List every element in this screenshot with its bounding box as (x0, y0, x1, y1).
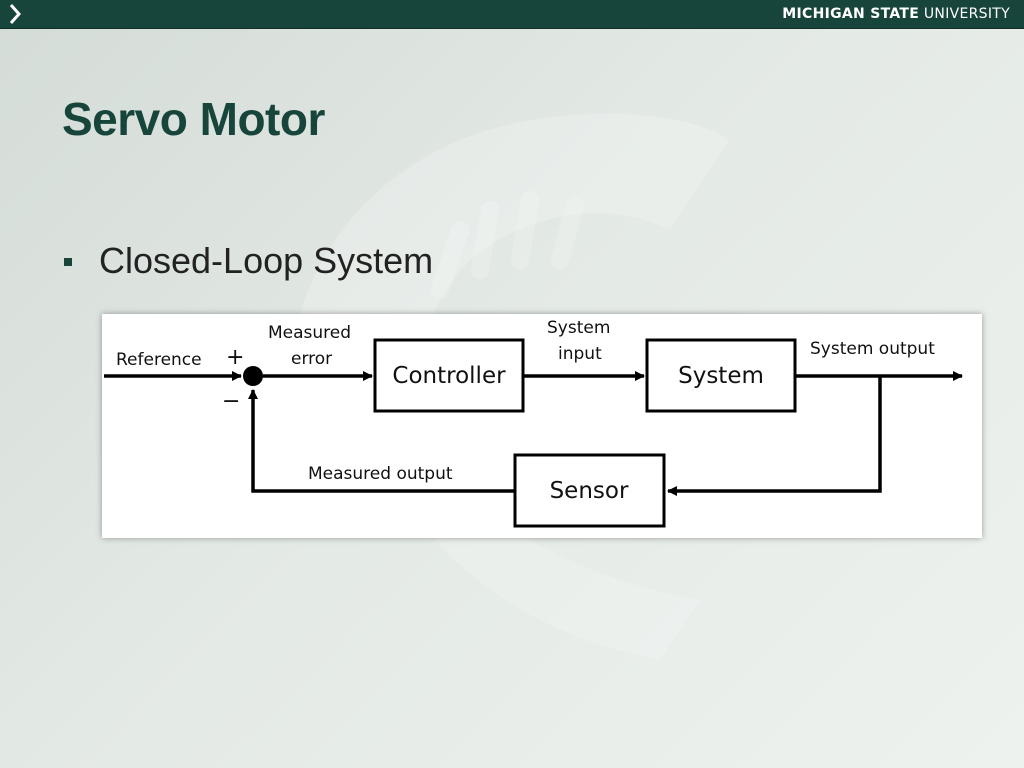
chevron-right-icon[interactable] (0, 0, 30, 28)
bullet-item: Closed-Loop System (64, 240, 433, 282)
brand-light: UNIVERSITY (919, 6, 1010, 22)
bullet-square-icon (64, 258, 72, 266)
label-measured-error-1: Measured (268, 323, 351, 343)
feedback-to-sensor (667, 376, 882, 496)
system-block (645, 338, 797, 413)
system-label: System (678, 363, 764, 389)
block-diagram: Reference + − Measured error Controller … (102, 314, 982, 538)
sensor-label: Sensor (550, 478, 629, 504)
label-system-output: System output (810, 339, 935, 359)
label-system-input-1: System (547, 318, 610, 338)
measured-output-arrow (248, 389, 515, 493)
summing-junction (243, 366, 263, 386)
label-plus: + (226, 345, 244, 370)
controller-label: Controller (392, 363, 506, 389)
slide-title: Servo Motor (62, 93, 325, 145)
label-measured-output: Measured output (308, 464, 453, 484)
label-minus: − (222, 389, 240, 414)
label-measured-error-2: error (291, 349, 332, 369)
brand-bold: MICHIGAN STATE (782, 6, 920, 22)
header-bar: MICHIGAN STATE UNIVERSITY (0, 0, 1024, 29)
label-reference: Reference (116, 350, 202, 370)
bullet-text: Closed-Loop System (99, 240, 434, 281)
controller-block (373, 338, 525, 413)
university-wordmark: MICHIGAN STATE UNIVERSITY (782, 6, 1010, 22)
label-system-input-2: input (558, 344, 602, 364)
